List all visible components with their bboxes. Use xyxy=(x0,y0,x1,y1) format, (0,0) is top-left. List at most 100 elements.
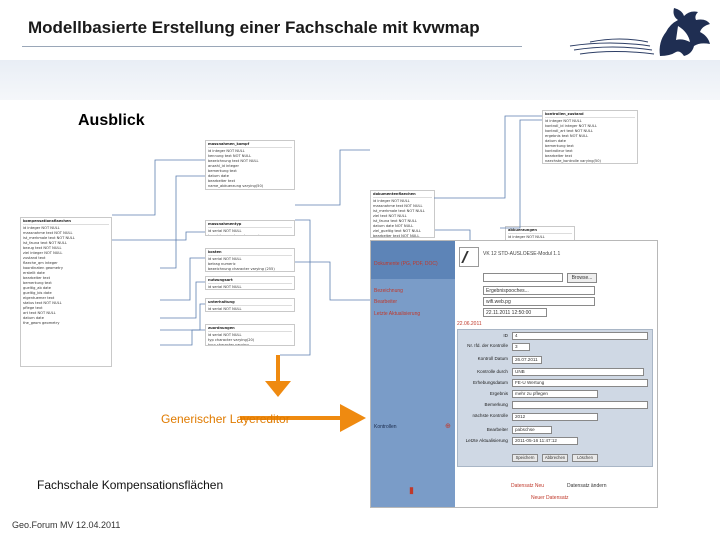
er-table-name: zuordnungen xyxy=(208,326,292,332)
grid-label: Bemerkung xyxy=(484,402,509,407)
connector-line xyxy=(160,281,205,319)
er-field: status text NOT NULL xyxy=(23,301,62,305)
grid-label: Kontrolle durch xyxy=(477,369,508,374)
expand-icon[interactable]: ⊕ xyxy=(445,423,451,430)
er-field: datum date xyxy=(545,139,566,143)
grid-cancel-button[interactable]: Abbrechen xyxy=(542,454,568,462)
kontrollen-grid: ID 4 Nr. Ifd. der Kontrolle 3 Kontroll D… xyxy=(457,329,653,467)
kontrolle-durch-select[interactable]: UNB xyxy=(512,368,644,376)
connector-line xyxy=(500,119,542,229)
er-field: bearbeiter text xyxy=(545,154,572,158)
link-new-dataset[interactable]: Neuer Datensatz xyxy=(531,495,569,501)
ergebnis-select[interactable]: mehr zu pflegen xyxy=(512,390,598,398)
er-field: bezug text NOT NULL xyxy=(23,246,62,250)
er-field: pflege text xyxy=(23,306,43,310)
er-field: id integer NOT NULL xyxy=(508,235,545,239)
grid-label: Ergebnis xyxy=(489,391,508,396)
field-label: Bezeichnung xyxy=(374,288,403,294)
er-field: ist_fauna text NOT NULL xyxy=(373,219,417,223)
griffin-logo xyxy=(569,8,710,56)
er-field: naechste_kontrolle varying(50) xyxy=(545,159,601,163)
link-new-record[interactable]: Datensatz Neu xyxy=(511,483,545,489)
er-field: bemerkung text xyxy=(23,281,52,285)
er-field: the_geom geometry xyxy=(23,321,60,325)
er-field: betrag numeric xyxy=(208,262,236,266)
bemerkung-input[interactable] xyxy=(512,401,648,409)
er-field: zustand text xyxy=(23,256,46,260)
er-field: ergebnis text NOT NULL xyxy=(545,134,589,138)
form-sidebar xyxy=(371,241,455,507)
er-table-name: nutzungsart xyxy=(208,278,292,284)
doc-label: Dokumente (PG, PDF, DOC) xyxy=(374,261,438,267)
er-field: ziel text NOT NULL xyxy=(373,214,407,218)
er-field: bezeichnung character varying xyxy=(208,234,264,236)
bezeichnung-input[interactable]: Ergebnispooches... xyxy=(483,286,595,295)
er-field: eigentuemer text xyxy=(23,296,55,300)
er-field: kennung text NOT NULL xyxy=(208,154,252,158)
fachschale-caption: Fachschale Kompensationsflächen xyxy=(37,478,224,492)
er-field: datum date xyxy=(23,316,44,320)
id-input[interactable]: 4 xyxy=(512,332,648,340)
doc-input[interactable] xyxy=(483,273,563,282)
connector-line xyxy=(295,149,370,206)
er-field: bemerkung text xyxy=(208,169,237,173)
er-field: id integer NOT NULL xyxy=(208,149,245,153)
arrow-right-stem xyxy=(240,416,340,420)
bearbeiter-grid-input[interactable]: pabschse xyxy=(512,426,552,434)
layereditor-form: VK 12 STD-AUSLOESE-Modul 1.1 Dokumente (… xyxy=(370,240,658,508)
connector-line xyxy=(160,303,205,331)
aktualisierung-grid-input[interactable]: 2011-05-16 11:47:12 xyxy=(512,437,578,445)
er-field: id integer NOT NULL xyxy=(23,226,60,230)
form-header xyxy=(455,241,657,271)
er-field: name_abkuerzung varying(50) xyxy=(208,184,264,188)
title-divider xyxy=(22,46,522,47)
grid-label: Bearbeiter xyxy=(486,427,508,432)
er-field: koordinaten geometry xyxy=(23,266,63,270)
er-field: ziel integer NOT NULL xyxy=(23,251,63,255)
er-table-name: kompensationsflaechen xyxy=(23,219,109,225)
kontrolldatum-input[interactable]: 26.07.2011 xyxy=(512,356,542,364)
erhebung-input[interactable]: FE-U Wertung xyxy=(512,379,648,387)
aktualisierung-input[interactable]: 22.11.2011 12:50:00 xyxy=(483,308,547,317)
connector-line xyxy=(112,231,205,241)
connector-line xyxy=(160,257,205,301)
date-line: 22.06.2011 xyxy=(457,321,482,327)
er-field: ist_fauna text NOT NULL xyxy=(23,241,67,245)
arrow-down-icon xyxy=(265,381,291,397)
er-field: id serial NOT NULL xyxy=(208,257,242,261)
er-table-name: kontrollen_zustand xyxy=(545,112,635,118)
connector-line xyxy=(160,329,205,346)
er-field: bearbeiter text xyxy=(208,179,235,183)
link-change-record[interactable]: Datensatz ändern xyxy=(567,483,607,489)
er-table-name: massnahmen_kompf xyxy=(208,142,292,148)
er-field: kontroll_art text NOT NULL xyxy=(545,129,593,133)
er-table-name: unterhaltung xyxy=(208,300,292,306)
grid-save-button[interactable]: Speichern xyxy=(512,454,538,462)
field-label: Letzte Aktualisierung xyxy=(374,311,421,317)
connector-line xyxy=(160,175,205,269)
browse-button[interactable]: Browse... xyxy=(567,273,597,283)
naechste-kontrolle-select[interactable]: 2012 xyxy=(512,413,598,421)
er-field: id serial NOT NULL xyxy=(208,285,242,289)
grid-label: Kontroll Datum xyxy=(477,356,508,361)
er-field: massnahme text NOT NULL xyxy=(23,231,73,235)
er-field: id integer NOT NULL xyxy=(373,199,410,203)
slide-title: Modellbasierte Erstellung einer Fachscha… xyxy=(28,18,480,37)
nr-input[interactable]: 3 xyxy=(512,343,530,351)
bearbeiter-input[interactable]: wifi.web.pg xyxy=(483,297,595,306)
header-band xyxy=(0,60,720,100)
er-field: bezeichnung text NOT NULL xyxy=(208,159,259,163)
er-table-name: dokumentenflaechen xyxy=(373,192,432,198)
er-table-name: abkuerzungen xyxy=(508,228,572,234)
grid-label: Erhebungsdatum xyxy=(473,380,508,385)
er-field: datum date xyxy=(208,174,229,178)
grid-delete-button[interactable]: Löschen xyxy=(572,454,598,462)
grid-label: ID xyxy=(503,333,508,338)
er-field: art text NOT NULL xyxy=(23,311,56,315)
form-sidebar-header xyxy=(371,241,455,279)
